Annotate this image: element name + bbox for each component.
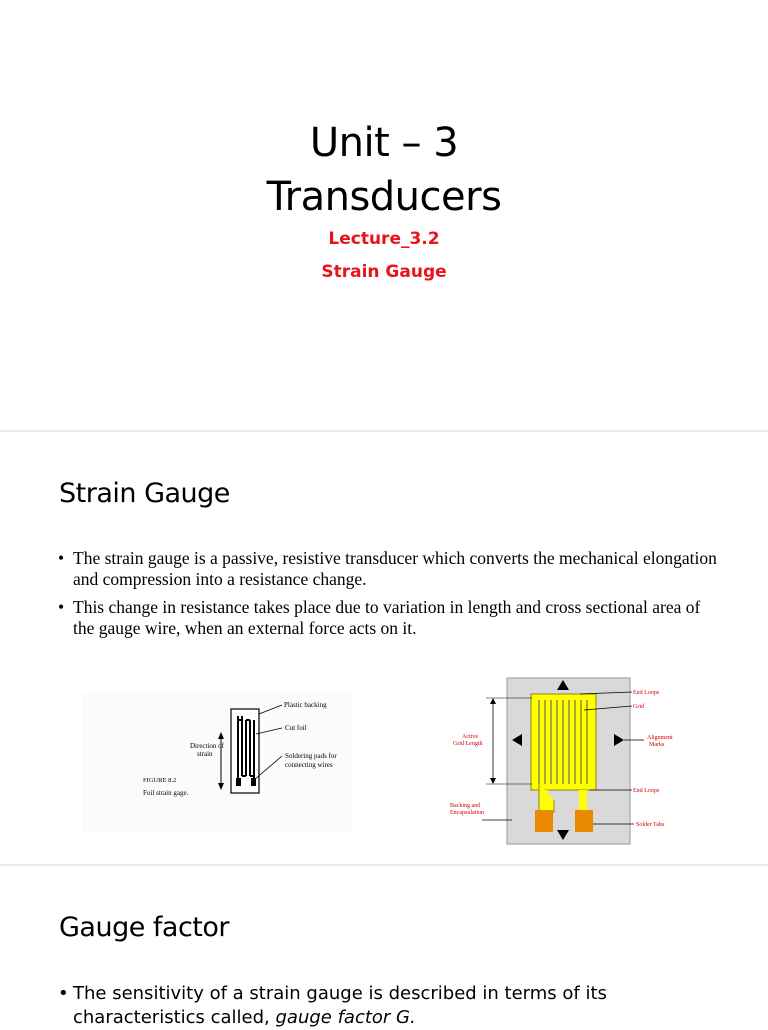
- direction-label: strain: [197, 750, 213, 758]
- strain-gauge-diagram: End Loops Grid Active Grid Length Alignm…: [444, 672, 690, 848]
- soldering-pads-label: connecting wires: [285, 761, 333, 769]
- lecture-topic: Strain Gauge: [321, 262, 447, 282]
- end-loops-top-label: End Loops: [633, 690, 660, 696]
- gauge-factor-term: gauge factor G.: [275, 1007, 416, 1028]
- active-grid-label: Active: [462, 734, 478, 740]
- active-grid-label: Grid Length: [453, 741, 483, 747]
- title-line-1: Unit – 3: [309, 120, 459, 166]
- slide-divider: [0, 864, 768, 866]
- strain-gauge-slide: Strain Gauge The strain gauge is a passi…: [0, 432, 768, 864]
- lecture-number: Lecture_3.2: [328, 229, 440, 249]
- solder-tabs-label: Solder Tabs: [636, 822, 665, 828]
- soldering-pads-label: Soldering pads for: [285, 752, 337, 760]
- title-line-2: Transducers: [266, 174, 502, 220]
- bullet-item: The strain gauge is a passive, resistive…: [58, 548, 718, 590]
- gauge-factor-slide: Gauge factor The sensitivity of a strain…: [0, 866, 768, 1028]
- figure-caption: FIGURE 8.2: [143, 777, 176, 784]
- title-slide: Unit – 3 Transducers Lecture_3.2 Strain …: [0, 0, 768, 430]
- slide-title: Unit – 3 Transducers: [0, 116, 768, 224]
- bullet-item: This change in resistance takes place du…: [58, 597, 718, 639]
- cut-foil-label: Cut foil: [285, 724, 307, 732]
- slide-divider: [0, 430, 768, 432]
- plastic-backing-label: Plastic backing: [284, 701, 327, 709]
- alignment-label: Marks: [649, 742, 665, 748]
- bullet-list: The strain gauge is a passive, resistive…: [58, 548, 718, 646]
- end-loops-bottom-label: End Loops: [633, 788, 660, 794]
- figure-caption: Foil strain gage.: [143, 789, 189, 797]
- foil-strain-gauge-figure: Direction of strain Plastic backing Cut …: [82, 694, 352, 832]
- backing-label: Backing and: [450, 803, 480, 809]
- alignment-label: Alignment: [647, 735, 673, 741]
- bullet-text: The sensitivity of a strain gauge is des…: [73, 983, 607, 1028]
- slide-heading: Strain Gauge: [59, 478, 230, 509]
- grid-label: Grid: [633, 704, 644, 710]
- direction-label: Direction of: [190, 742, 225, 750]
- backing-label: Encapsulation: [450, 810, 484, 816]
- bullet-list: The sensitivity of a strain gauge is des…: [58, 982, 718, 1030]
- slide-heading: Gauge factor: [59, 912, 230, 943]
- bullet-item: The sensitivity of a strain gauge is des…: [58, 982, 718, 1030]
